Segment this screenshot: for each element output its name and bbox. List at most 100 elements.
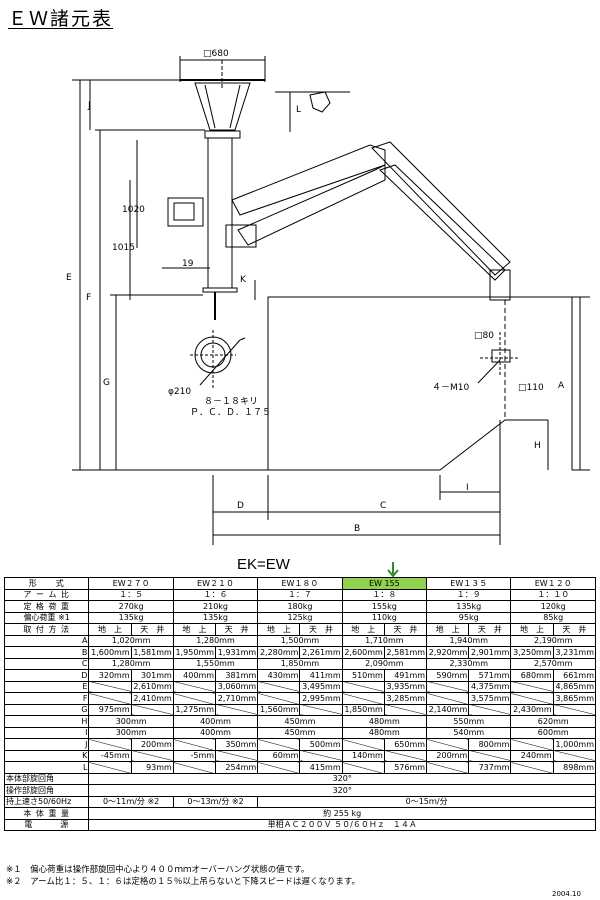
weight-label: 本 体 重 量: [3, 807, 90, 820]
dim-value-ground: [426, 738, 470, 751]
dim-value-ground: [257, 738, 301, 751]
mount-ceiling: 天 井: [552, 623, 597, 636]
model-label: 形 式: [3, 577, 90, 590]
dim-d: D: [237, 501, 244, 511]
dim-value-ground: 60mm: [257, 749, 301, 762]
dim-value-ceiling: [299, 703, 343, 716]
dim-value-ground: [341, 761, 385, 774]
footnotes: ※１ 偏心荷重は操作部旋回中心より４００ｍｍオーバーハング状態の値です。 ※２ …: [6, 864, 360, 888]
dim-value-ceiling: 3,865mm: [552, 692, 597, 705]
dim-value-ceiling: 411mm: [299, 669, 343, 682]
dim-value-ceiling: 2,995mm: [299, 692, 343, 705]
dim-value-ground: [510, 738, 554, 751]
dim-value-ground: 1,600mm: [88, 646, 132, 659]
eccentric-value: 125kg: [257, 611, 343, 624]
dim-h: H: [534, 441, 541, 451]
dim-value-ceiling: [215, 749, 259, 762]
dim-value-ceiling: [468, 703, 512, 716]
dim-label: J: [3, 738, 90, 751]
dim-sq110: □110: [518, 383, 544, 393]
mount-ground: 地 上: [341, 623, 385, 636]
dim-value-ground: 2,920mm: [426, 646, 470, 659]
dim-value-ceiling: 3,285mm: [383, 692, 428, 705]
dim-value-ground: 680mm: [510, 669, 554, 682]
dim-a: A: [558, 381, 565, 391]
dim-value: 1,020mm: [88, 634, 174, 647]
dim-phi210: φ210: [168, 387, 191, 397]
op-rot-label: 操作部旋回角: [3, 784, 90, 797]
speed-value: 0～15ｍ/分: [257, 795, 596, 808]
rated-load-value: 210kg: [172, 600, 259, 613]
dim-value-ceiling: 1,581mm: [130, 646, 174, 659]
mount-label: 取 付 方 法: [3, 623, 90, 636]
dim-value: 2,090mm: [341, 657, 428, 670]
power-label: 電 源: [3, 818, 90, 831]
dim-e: E: [66, 273, 72, 283]
dim-value-ceiling: [215, 703, 259, 716]
dim-value-ceiling: [130, 703, 174, 716]
body-rot-label: 本体部旋回角: [3, 772, 90, 785]
dim-value-ground: -45mm: [88, 749, 132, 762]
dim-value-ceiling: 3,495mm: [299, 680, 343, 693]
dim-value-ceiling: 254mm: [215, 761, 259, 774]
dim-value-ground: [172, 680, 217, 693]
dim-value-ceiling: 650mm: [383, 738, 428, 751]
mount-ground: 地 上: [88, 623, 132, 636]
dim-value-ceiling: 3,935mm: [383, 680, 428, 693]
footnote-2: ※２ アーム比１：５、１：６は定格の１５％以上吊らないと下降スピードは遅くなりま…: [6, 877, 361, 887]
dim-k: K: [240, 275, 247, 285]
dim-value-ceiling: 301mm: [130, 669, 174, 682]
dim-f: F: [86, 293, 91, 303]
dim-value-ceiling: 737mm: [468, 761, 512, 774]
dim-value-ceiling: [383, 703, 428, 716]
rated-load-value: 135kg: [426, 600, 512, 613]
mount-ground: 地 上: [510, 623, 554, 636]
dim-value-ground: 1,850mm: [341, 703, 385, 716]
dim-value-ground: [510, 761, 554, 774]
arm-ratio-value: １：７: [257, 588, 343, 601]
dim-value-ceiling: 200mm: [130, 738, 174, 751]
eccentric-value: 95kg: [426, 611, 512, 624]
dim-value: 540mm: [426, 726, 512, 739]
dim-value-ground: 2,430mm: [510, 703, 554, 716]
arm-ratio-value: １：９: [426, 588, 512, 601]
dim-bolt-holes: ８－１８キリ: [204, 397, 258, 407]
mount-ground: 地 上: [426, 623, 470, 636]
dim-value-ground: [88, 680, 132, 693]
dim-value: 600mm: [510, 726, 596, 739]
dim-value-ground: 2,600mm: [341, 646, 385, 659]
dim-value-ceiling: 898mm: [552, 761, 597, 774]
dim-value-ground: [341, 692, 385, 705]
dim-value-ceiling: 661mm: [552, 669, 597, 682]
dim-value-ground: [88, 738, 132, 751]
dim-value: 300mm: [88, 715, 174, 728]
arm-ratio-value: １：８: [341, 588, 428, 601]
dim-1015: 1015: [112, 243, 135, 253]
dim-value: 450mm: [257, 715, 343, 728]
dim-value: 2,190mm: [510, 634, 596, 647]
dim-j: J: [87, 101, 91, 111]
dim-value-ground: 510mm: [341, 669, 385, 682]
dim-i: I: [466, 483, 469, 493]
dim-value-ceiling: [299, 749, 343, 762]
dim-value: 2,570mm: [510, 657, 596, 670]
model-name: EW２１０: [172, 577, 259, 590]
dim-value-ceiling: 2,610mm: [130, 680, 174, 693]
model-name: EW１２０: [510, 577, 596, 590]
dim-value-ceiling: 2,410mm: [130, 692, 174, 705]
mount-ground: 地 上: [257, 623, 301, 636]
dim-value-ceiling: 3,060mm: [215, 680, 259, 693]
dim-value-ceiling: [552, 749, 597, 762]
dim-value-ceiling: 3,231mm: [552, 646, 597, 659]
page-title: ＥＷ諸元表: [8, 8, 114, 30]
